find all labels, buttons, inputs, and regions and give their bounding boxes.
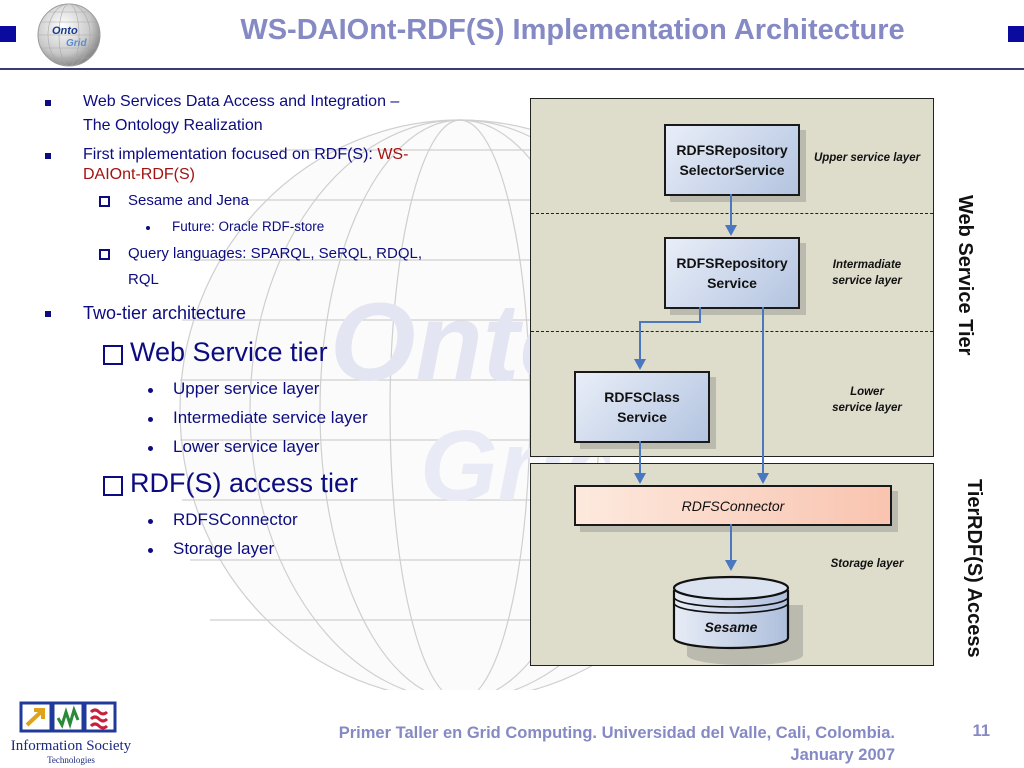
checkbox-bullet-marker (103, 345, 123, 365)
layer-label-line2: service layer (832, 275, 902, 287)
header-divider (0, 68, 1024, 70)
checkbox-bullet-marker (99, 196, 110, 207)
dot-bullet-marker (148, 548, 153, 553)
header-decor-square-right (1008, 26, 1024, 42)
bullet-square-marker (45, 100, 51, 106)
storage-layer-label: Storage layer (830, 558, 904, 570)
tier-label-line1: RDF(S) Access (963, 514, 985, 658)
bullet-rdfs-access-tier: RDF(S) access tier (130, 468, 359, 498)
footer-line2: January 2007 (790, 746, 895, 764)
layer-label-line2: service layer (832, 402, 902, 414)
layer-label-line1: Lower (850, 386, 884, 398)
intermediate-service-layer-label: Intermadiate service layer (804, 257, 930, 289)
tier-label-line2: Tier (963, 478, 985, 515)
logo-text-onto: Onto (52, 25, 78, 37)
checkbox-bullet-marker (99, 249, 110, 260)
service-label-line1: RDFSRepository (676, 255, 788, 271)
service-label-line2: Service (707, 275, 757, 291)
page-number: 11 (972, 722, 990, 740)
layer-divider-upper (531, 213, 933, 214)
service-label-line1: RDFSRepository (676, 142, 788, 158)
dot-bullet-marker (148, 417, 153, 422)
bullet-web-service-tier: Web Service tier (130, 337, 328, 367)
web-service-tier-label: Web Service Tier (954, 194, 976, 356)
service-label-line2: SelectorService (679, 162, 785, 178)
footer-text: Primer Taller en Grid Computing. Univers… (210, 722, 895, 766)
dot-bullet-marker (148, 388, 153, 393)
logo-text-grid: Grid (66, 38, 87, 49)
dot-bullet-marker (146, 226, 150, 230)
layer-label-line1: Intermadiate (832, 259, 902, 271)
ist-logo-icon (19, 701, 117, 733)
bullet-square-marker (45, 311, 51, 317)
bullet-query-languages-line1: Query languages: SPARQL, SeRQL, RDQL, (128, 245, 423, 262)
bullet-future-oracle: Future: Oracle RDF-store (172, 219, 325, 234)
bullet-wsdai-line2: The Ontology Realization (83, 117, 263, 134)
bullet-list: Web Services Data Access and Integration… (45, 93, 423, 558)
header-decor-square-left (0, 26, 16, 42)
dot-bullet-marker (148, 446, 153, 451)
bullet-two-tier: Two-tier architecture (83, 303, 247, 323)
bullet-storage-layer: Storage layer (173, 539, 275, 558)
lower-service-layer-label: Lower service layer (804, 384, 930, 416)
ontogrid-logo-icon: Onto Grid (37, 3, 101, 67)
service-label-line1: RDFSClass (604, 389, 680, 405)
page-title: WS-DAIOnt-RDF(S) Implementation Architec… (240, 14, 905, 46)
bullet-sesame-jena: Sesame and Jena (128, 192, 249, 209)
rdfs-access-tier-label: RDF(S) Access Tier (940, 478, 985, 658)
footer-line1: Primer Taller en Grid Computing. Univers… (338, 724, 895, 742)
bullet-upper-service-layer: Upper service layer (173, 379, 320, 398)
checkbox-bullet-marker (103, 476, 123, 496)
bullet-first-impl-text: First implementation focused on RDF(S): (83, 146, 378, 163)
rdfsconnector-box: RDFSConnector (574, 485, 892, 526)
bullet-first-impl-highlight: WS- (377, 146, 409, 163)
bullet-square-marker (45, 153, 51, 159)
bullet-lower-service-layer: Lower service layer (173, 437, 320, 456)
ist-subtitle: Technologies (47, 755, 95, 765)
bullet-query-languages-line2: RQL (128, 271, 159, 288)
layer-divider-lower (531, 331, 933, 332)
ist-title: Information Society (10, 738, 132, 754)
dot-bullet-marker (148, 519, 153, 524)
bullet-intermediate-service-layer: Intermediate service layer (173, 408, 368, 427)
service-label-line2: Service (617, 409, 667, 425)
bullet-wsdai-line1: Web Services Data Access and Integration… (83, 93, 400, 110)
bullet-rdfsconnector: RDFSConnector (173, 510, 298, 529)
bullet-first-impl: First implementation focused on RDF(S): … (83, 146, 408, 164)
watermark-globe-icon: Onto Grid (179, 119, 610, 690)
upper-service-layer-label: Upper service layer (813, 152, 921, 164)
bullet-first-impl-highlight-line2: DAIOnt-RDF(S) (83, 166, 195, 183)
